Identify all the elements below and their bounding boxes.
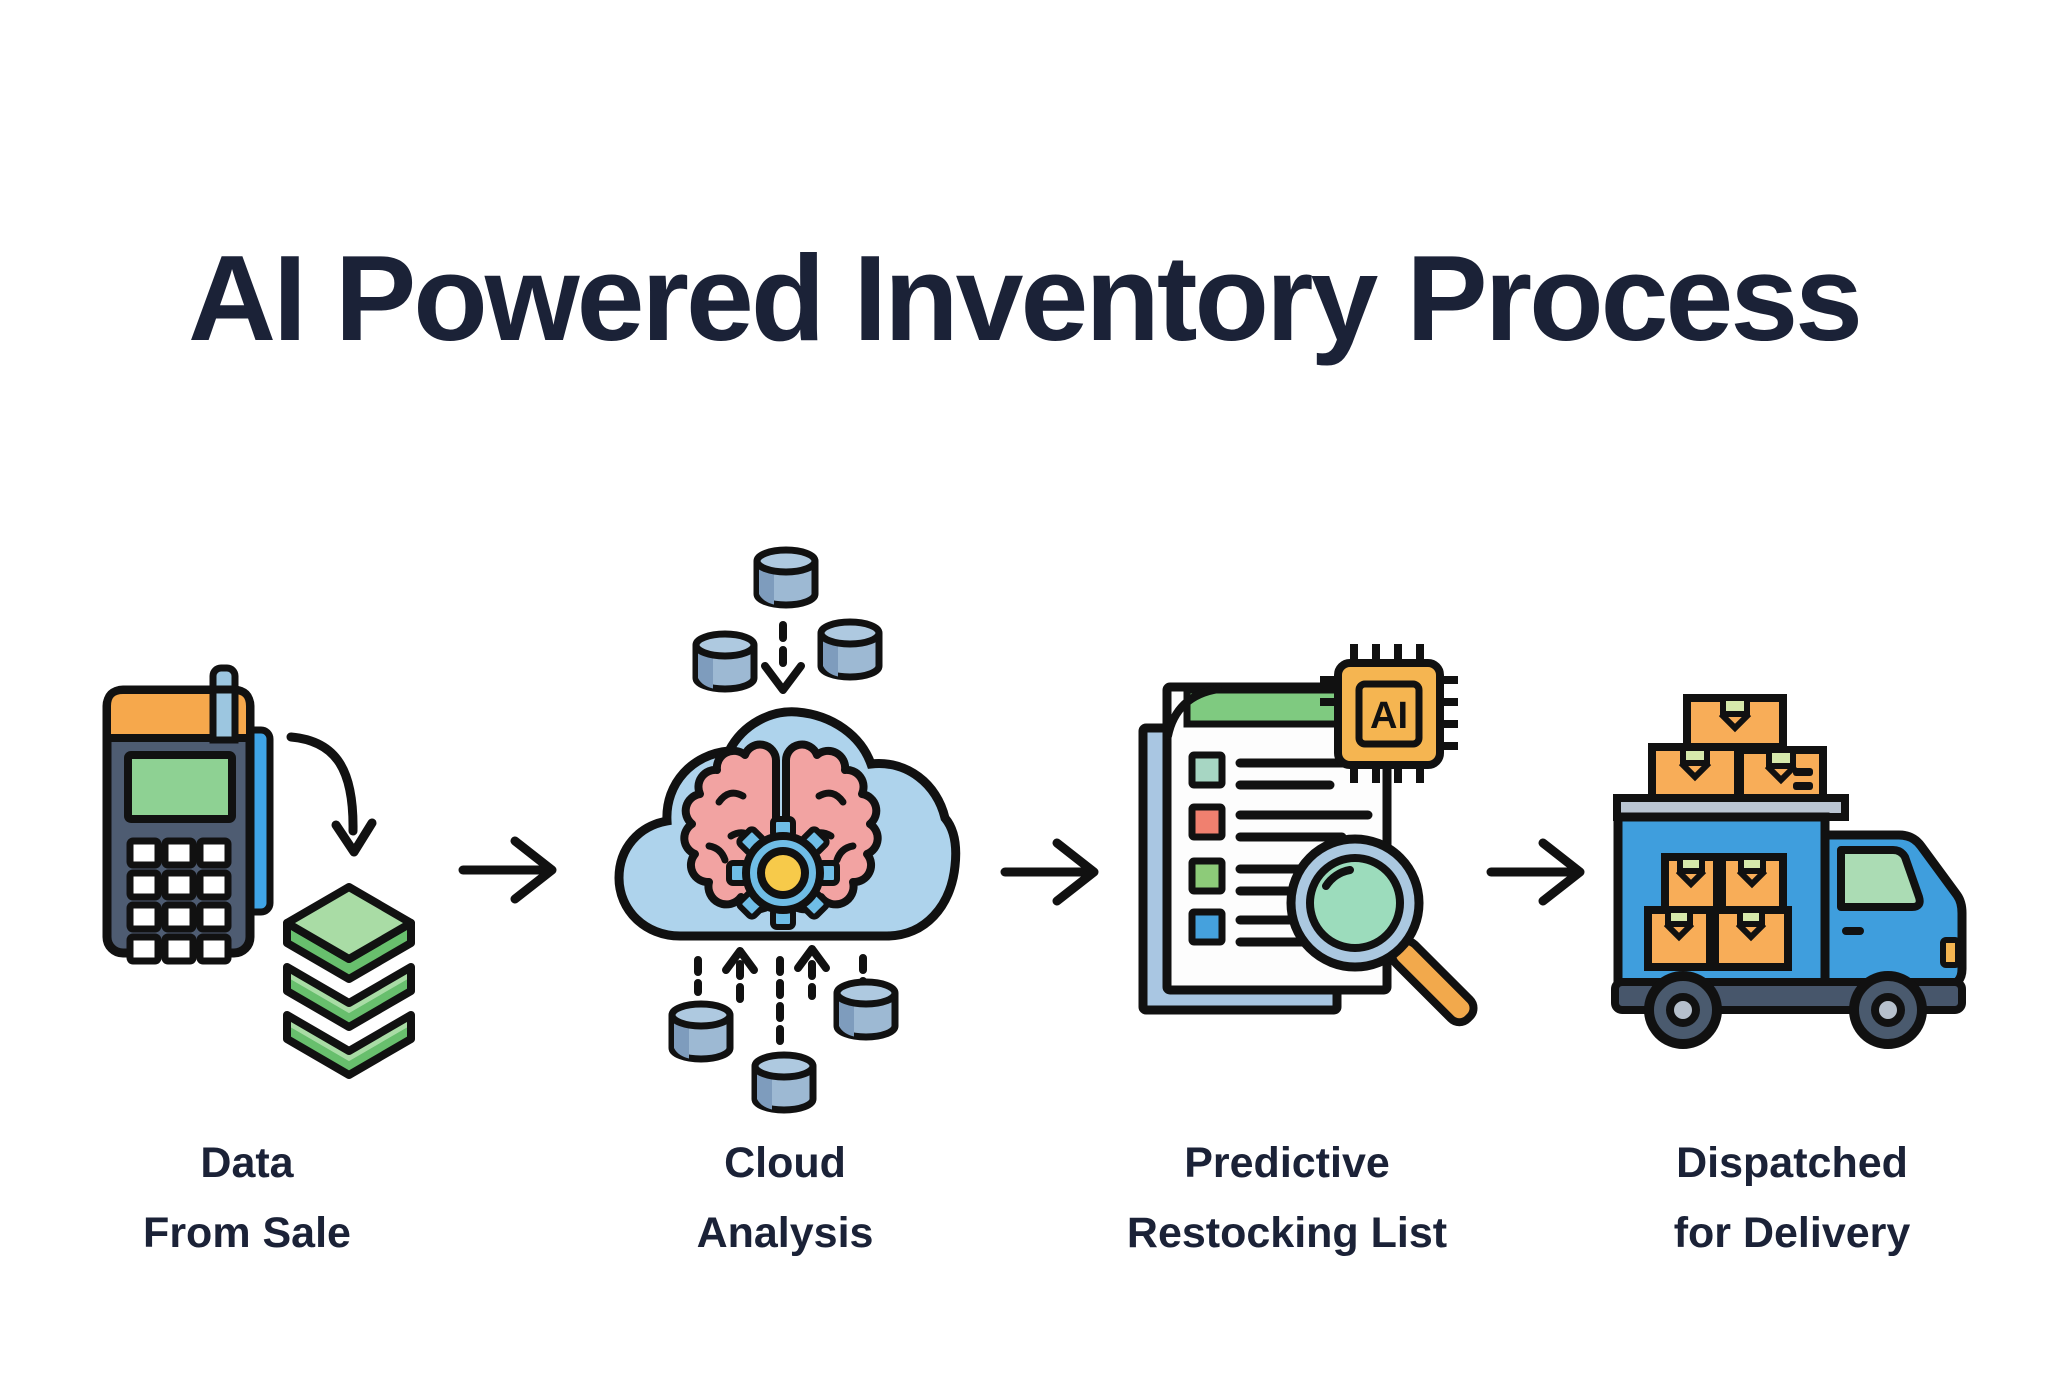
chip-label: AI <box>1370 695 1408 737</box>
headlight-icon <box>1940 937 1961 968</box>
step-label-line: Cloud <box>724 1139 846 1187</box>
checkbox-icon <box>1188 803 1226 841</box>
box-icon <box>1661 853 1721 914</box>
box-icon <box>1683 694 1787 751</box>
checkbox-icon <box>1188 751 1226 789</box>
magnifier-icon <box>1286 834 1478 1027</box>
flow-arrow-icon <box>458 836 557 904</box>
box-icon <box>1711 906 1792 971</box>
step-label-line: for Delivery <box>1673 1209 1911 1257</box>
wheel-icon <box>1849 971 1927 1049</box>
data-stack-icon <box>283 883 415 1079</box>
terminal-screen <box>124 751 236 823</box>
step-label-line: Analysis <box>696 1209 874 1257</box>
restocking-list-icon: AI <box>1138 644 1478 1027</box>
lens-highlight <box>1322 866 1354 890</box>
database-cylinder-icon <box>672 1004 730 1059</box>
database-cylinder-icon <box>696 634 754 689</box>
checklist-items <box>1188 751 1373 947</box>
magnifier-lens <box>1306 854 1404 952</box>
flow-arrow-icon <box>1486 838 1585 906</box>
ai-chip-icon: AI <box>1320 644 1458 783</box>
step-label-line: Dispatched <box>1676 1139 1908 1187</box>
step-label-line: Data <box>200 1139 294 1187</box>
flow-arrow-icon <box>1000 838 1099 906</box>
cargo-boxes-icon <box>1644 853 1792 971</box>
step-label-dispatched-for-delivery: Dispatched for Delivery <box>1582 1128 2002 1268</box>
checkbox-icon <box>1188 857 1226 895</box>
box-icon <box>1648 743 1742 804</box>
cloud-analysis-icon <box>614 540 961 1130</box>
page-header-bar <box>1183 686 1347 728</box>
roof-boxes-icon <box>1648 694 1827 804</box>
step-label-line: Restocking List <box>1126 1209 1448 1257</box>
gear-center <box>757 847 809 899</box>
pos-terminal-icon <box>102 664 274 965</box>
step-label-line: From Sale <box>143 1209 351 1257</box>
wheel-icon <box>1644 971 1722 1049</box>
database-cylinder-icon <box>757 550 815 605</box>
step-label-predictive-restocking-list: Predictive Restocking List <box>1077 1128 1497 1268</box>
step-label-data-from-sale: Data From Sale <box>37 1128 457 1268</box>
box-icon <box>1718 853 1787 914</box>
stack-layer <box>283 963 415 1031</box>
pos-terminal-data-icon <box>102 664 415 1079</box>
checkbox-icon <box>1188 908 1226 946</box>
page-curl <box>1164 685 1222 740</box>
door-handle <box>1842 927 1864 935</box>
database-cylinder-icon <box>755 1055 813 1110</box>
cab-window <box>1837 846 1924 911</box>
box-icon <box>1736 746 1827 804</box>
box-icon <box>1644 906 1714 971</box>
stack-layer <box>283 1011 415 1079</box>
antenna-base <box>209 686 239 744</box>
step-label-cloud-analysis: Cloud Analysis <box>575 1128 995 1268</box>
gear-icon <box>726 816 840 930</box>
database-cylinder-icon <box>837 982 895 1037</box>
dashed-down-arrow-icon <box>761 621 805 694</box>
delivery-truck-icon <box>1611 694 1967 1049</box>
terminal-keypad <box>126 837 232 965</box>
page-title: AI Powered Inventory Process <box>187 230 1863 366</box>
step-label-line: Predictive <box>1184 1139 1390 1187</box>
curved-down-arrow-icon <box>286 732 377 857</box>
database-cylinder-icon <box>821 622 879 677</box>
